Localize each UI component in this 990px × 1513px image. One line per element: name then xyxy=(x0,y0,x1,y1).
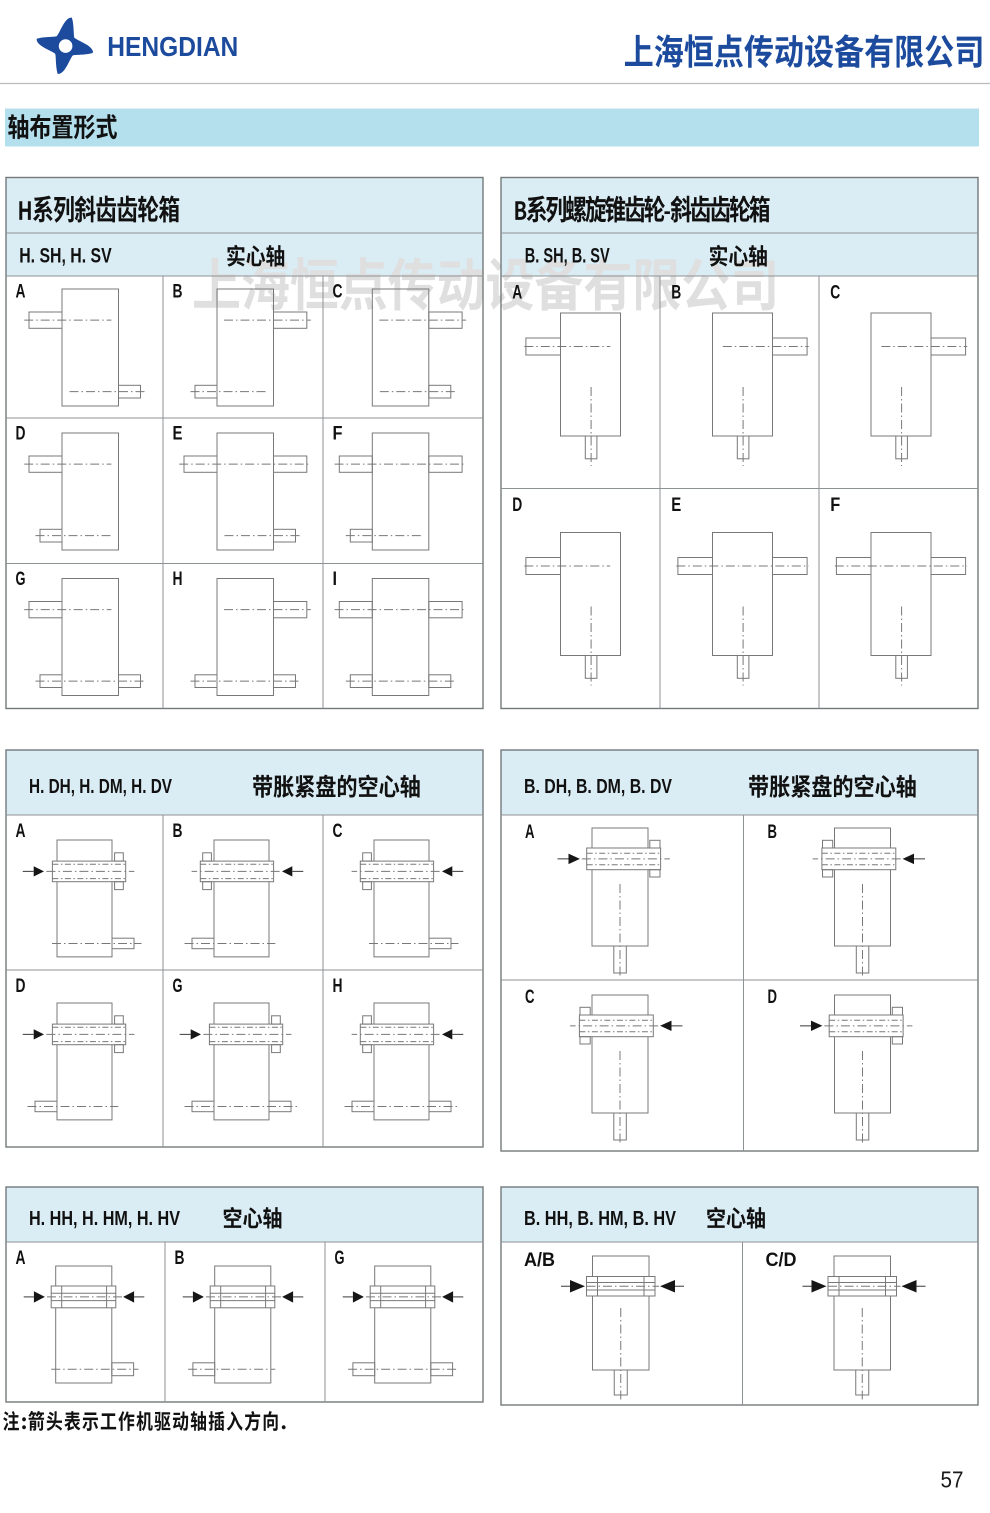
svg-text:H. HH, H. HM, H. HV: H. HH, H. HM, H. HV xyxy=(29,1207,180,1230)
svg-text:C/D: C/D xyxy=(766,1250,797,1271)
svg-text:E: E xyxy=(173,423,183,444)
svg-text:E: E xyxy=(671,495,681,516)
svg-text:57: 57 xyxy=(941,1466,964,1492)
svg-text:A: A xyxy=(16,1248,26,1269)
svg-text:F: F xyxy=(830,495,840,516)
svg-text:H: H xyxy=(333,976,343,997)
svg-text:A/B: A/B xyxy=(524,1250,555,1271)
svg-text:A: A xyxy=(16,281,26,302)
svg-text:B. HH, B. HM, B. HV: B. HH, B. HM, B. HV xyxy=(524,1207,676,1230)
svg-text:F: F xyxy=(333,423,343,444)
svg-text:B: B xyxy=(768,821,778,843)
svg-text:B: B xyxy=(671,283,681,304)
svg-text:G: G xyxy=(16,569,26,590)
svg-text:C: C xyxy=(830,283,840,304)
svg-text:A: A xyxy=(512,283,522,304)
svg-text:B: B xyxy=(175,1248,185,1269)
svg-text:B. DH, B. DM, B. DV: B. DH, B. DM, B. DV xyxy=(524,775,672,798)
svg-text:B: B xyxy=(173,281,183,302)
svg-text:C: C xyxy=(333,821,343,842)
svg-text:G: G xyxy=(173,976,183,997)
svg-text:D: D xyxy=(16,423,26,444)
svg-text:D: D xyxy=(768,986,778,1008)
svg-text:B. SH, B. SV: B. SH, B. SV xyxy=(525,245,610,268)
svg-text:D: D xyxy=(512,495,522,516)
svg-text:I: I xyxy=(333,569,338,590)
svg-text:C: C xyxy=(333,281,343,302)
svg-text:HENGDIAN: HENGDIAN xyxy=(107,31,238,62)
svg-text:C: C xyxy=(525,986,535,1008)
svg-text:H. DH, H. DM, H. DV: H. DH, H. DM, H. DV xyxy=(29,775,172,798)
svg-text:A: A xyxy=(525,821,535,843)
svg-text:D: D xyxy=(16,976,26,997)
svg-text:G: G xyxy=(335,1248,345,1269)
svg-text:B: B xyxy=(173,821,183,842)
svg-text:H: H xyxy=(173,569,183,590)
svg-text:H. SH, H. SV: H. SH, H. SV xyxy=(19,245,112,268)
svg-text:A: A xyxy=(16,821,26,842)
